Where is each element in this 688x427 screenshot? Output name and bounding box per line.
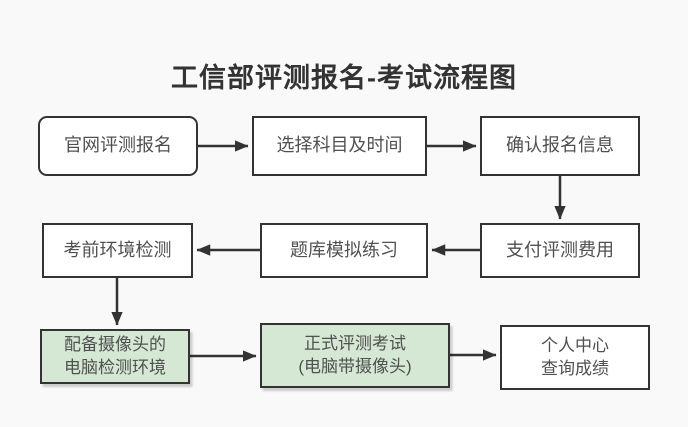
node-label: 选择科目及时间 (276, 135, 403, 156)
node-label: 考前环境检测 (63, 239, 172, 260)
node-label: 支付评测费用 (506, 239, 614, 260)
node-pay-evaluation-fee: 支付评测费用 (480, 223, 640, 278)
node-pre-exam-environment-check: 考前环境检测 (42, 223, 193, 278)
node-label: 官网评测报名 (64, 135, 172, 156)
node-label-line1: 个人中心 (541, 336, 609, 356)
node-label-line2: 查询成绩 (541, 358, 609, 378)
flowchart-title: 工信部评测报名-考试流程图 (171, 63, 517, 93)
node-confirm-registration-info: 确认报名信息 (480, 116, 640, 176)
node-label-line2: 电脑检测环境 (64, 357, 166, 377)
node-online-registration: 官网评测报名 (38, 116, 198, 176)
node-personal-center-score: 个人中心 查询成绩 (500, 325, 650, 390)
node-camera-pc-environment: 配备摄像头的 电脑检测环境 (40, 329, 190, 384)
node-label: 确认报名信息 (506, 135, 614, 156)
node-label-line1: 正式评测考试 (304, 334, 406, 354)
node-formal-exam: 正式评测考试 (电脑带摄像头) (260, 323, 450, 388)
node-label: 题库模拟练习 (290, 239, 398, 260)
node-label-line1: 配备摄像头的 (64, 335, 166, 355)
node-select-subject-time: 选择科目及时间 (252, 116, 427, 176)
node-label-line2: (电脑带摄像头) (298, 356, 412, 376)
node-question-bank-practice: 题库模拟练习 (260, 223, 428, 278)
